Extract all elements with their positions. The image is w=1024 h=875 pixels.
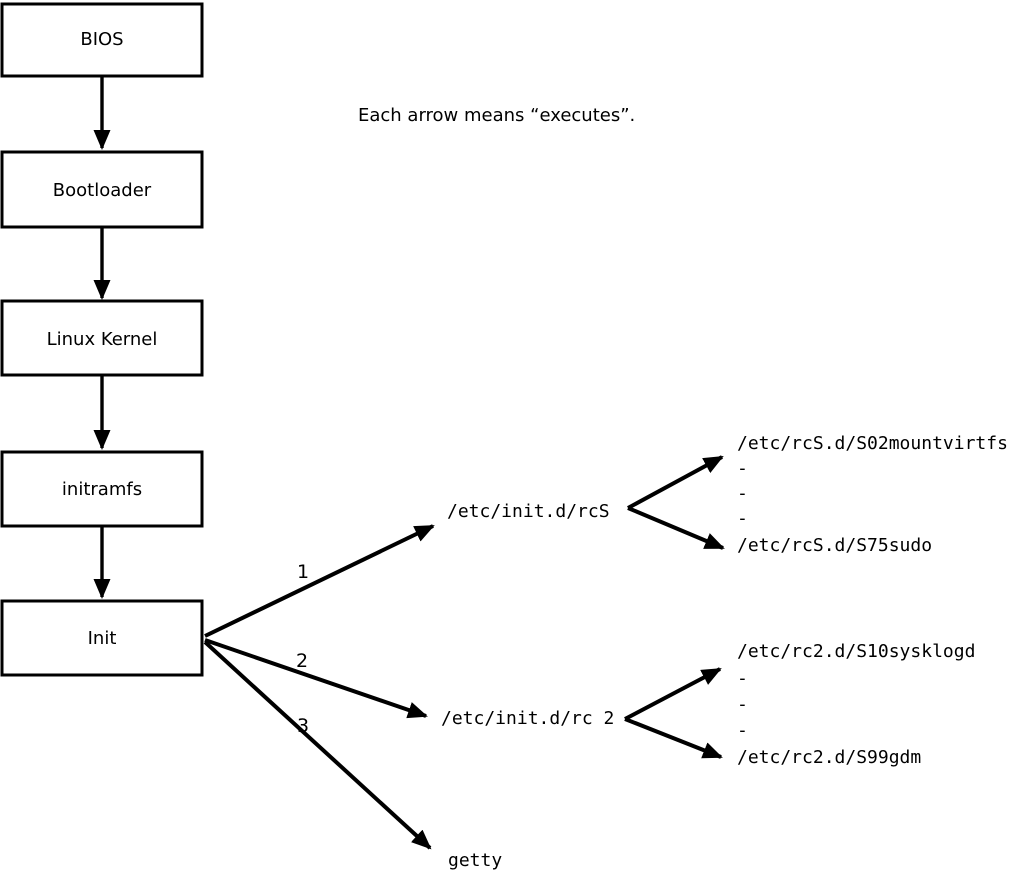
- getty-label: getty: [448, 850, 502, 871]
- rc2-script-item: /etc/rc2.d/S10sysklogd: [737, 641, 975, 662]
- bootloader-box: [0, 150, 204, 229]
- rcs-script-ellipsis: -: [737, 483, 748, 504]
- rcs-script-item: /etc/rcS.d/S02mountvirtfs: [737, 433, 1008, 454]
- executes-arrow-init-to-rc2-icon: [204, 638, 428, 719]
- executes-arrow-rcs-to-first-script-icon: [627, 455, 724, 510]
- init-branch-3: 3 getty: [203, 640, 502, 871]
- executes-arrow-rc2-to-last-script-icon: [624, 717, 723, 759]
- rc2-script-path: /etc/init.d/rc 2: [441, 708, 614, 729]
- rc2-fanout: /etc/rc2.d/S10sysklogd - - - /etc/rc2.d/…: [624, 641, 975, 768]
- rcs-script-ellipsis: -: [737, 508, 748, 529]
- executes-arrow-init-to-rcs-icon: [204, 524, 435, 638]
- rc2-script-item: /etc/rc2.d/S99gdm: [737, 747, 921, 768]
- branch-order-3: 3: [297, 715, 309, 737]
- executes-arrow-rc2-to-first-script-icon: [624, 667, 722, 721]
- init-box: [0, 599, 204, 677]
- bootloader-label: Bootloader: [53, 180, 152, 201]
- branch-order-2: 2: [296, 650, 308, 672]
- rc2-script-ellipsis: -: [737, 694, 748, 715]
- branch-order-1: 1: [297, 561, 309, 583]
- chain-node-linux-kernel: Linux Kernel: [0, 299, 204, 377]
- rcs-fanout: /etc/rcS.d/S02mountvirtfs - - - /etc/rcS…: [627, 433, 1008, 556]
- executes-arrow-init-to-getty-icon: [203, 640, 432, 850]
- legend-note: Each arrow means “executes”.: [358, 105, 635, 126]
- linux-kernel-label: Linux Kernel: [47, 329, 158, 350]
- rc2-script-list: /etc/rc2.d/S10sysklogd - - - /etc/rc2.d/…: [737, 641, 975, 768]
- rcs-script-path: /etc/init.d/rcS: [447, 501, 610, 522]
- chain-node-bios: BIOS: [0, 2, 204, 78]
- rc2-script-ellipsis: -: [737, 668, 748, 689]
- chain-node-initramfs: initramfs: [0, 450, 204, 528]
- linux-kernel-box: [0, 299, 204, 377]
- chain-node-bootloader: Bootloader: [0, 150, 204, 229]
- rcs-script-item: /etc/rcS.d/S75sudo: [737, 535, 932, 556]
- chain-node-init: Init: [0, 599, 204, 677]
- rcs-script-ellipsis: -: [737, 458, 748, 479]
- init-branch-2: 2 /etc/init.d/rc 2: [204, 638, 614, 729]
- init-label: Init: [88, 628, 117, 649]
- bios-box: [0, 2, 204, 78]
- rc2-script-ellipsis: -: [737, 720, 748, 741]
- init-branch-1: 1 /etc/init.d/rcS: [204, 501, 610, 638]
- bios-label: BIOS: [80, 29, 123, 50]
- rcs-script-list: /etc/rcS.d/S02mountvirtfs - - - /etc/rcS…: [737, 433, 1008, 556]
- initramfs-label: initramfs: [62, 479, 142, 500]
- executes-arrow-rcs-to-last-script-icon: [627, 506, 725, 550]
- boot-chain: BIOS Bootloader Linux Kernel initramfs I…: [0, 2, 204, 677]
